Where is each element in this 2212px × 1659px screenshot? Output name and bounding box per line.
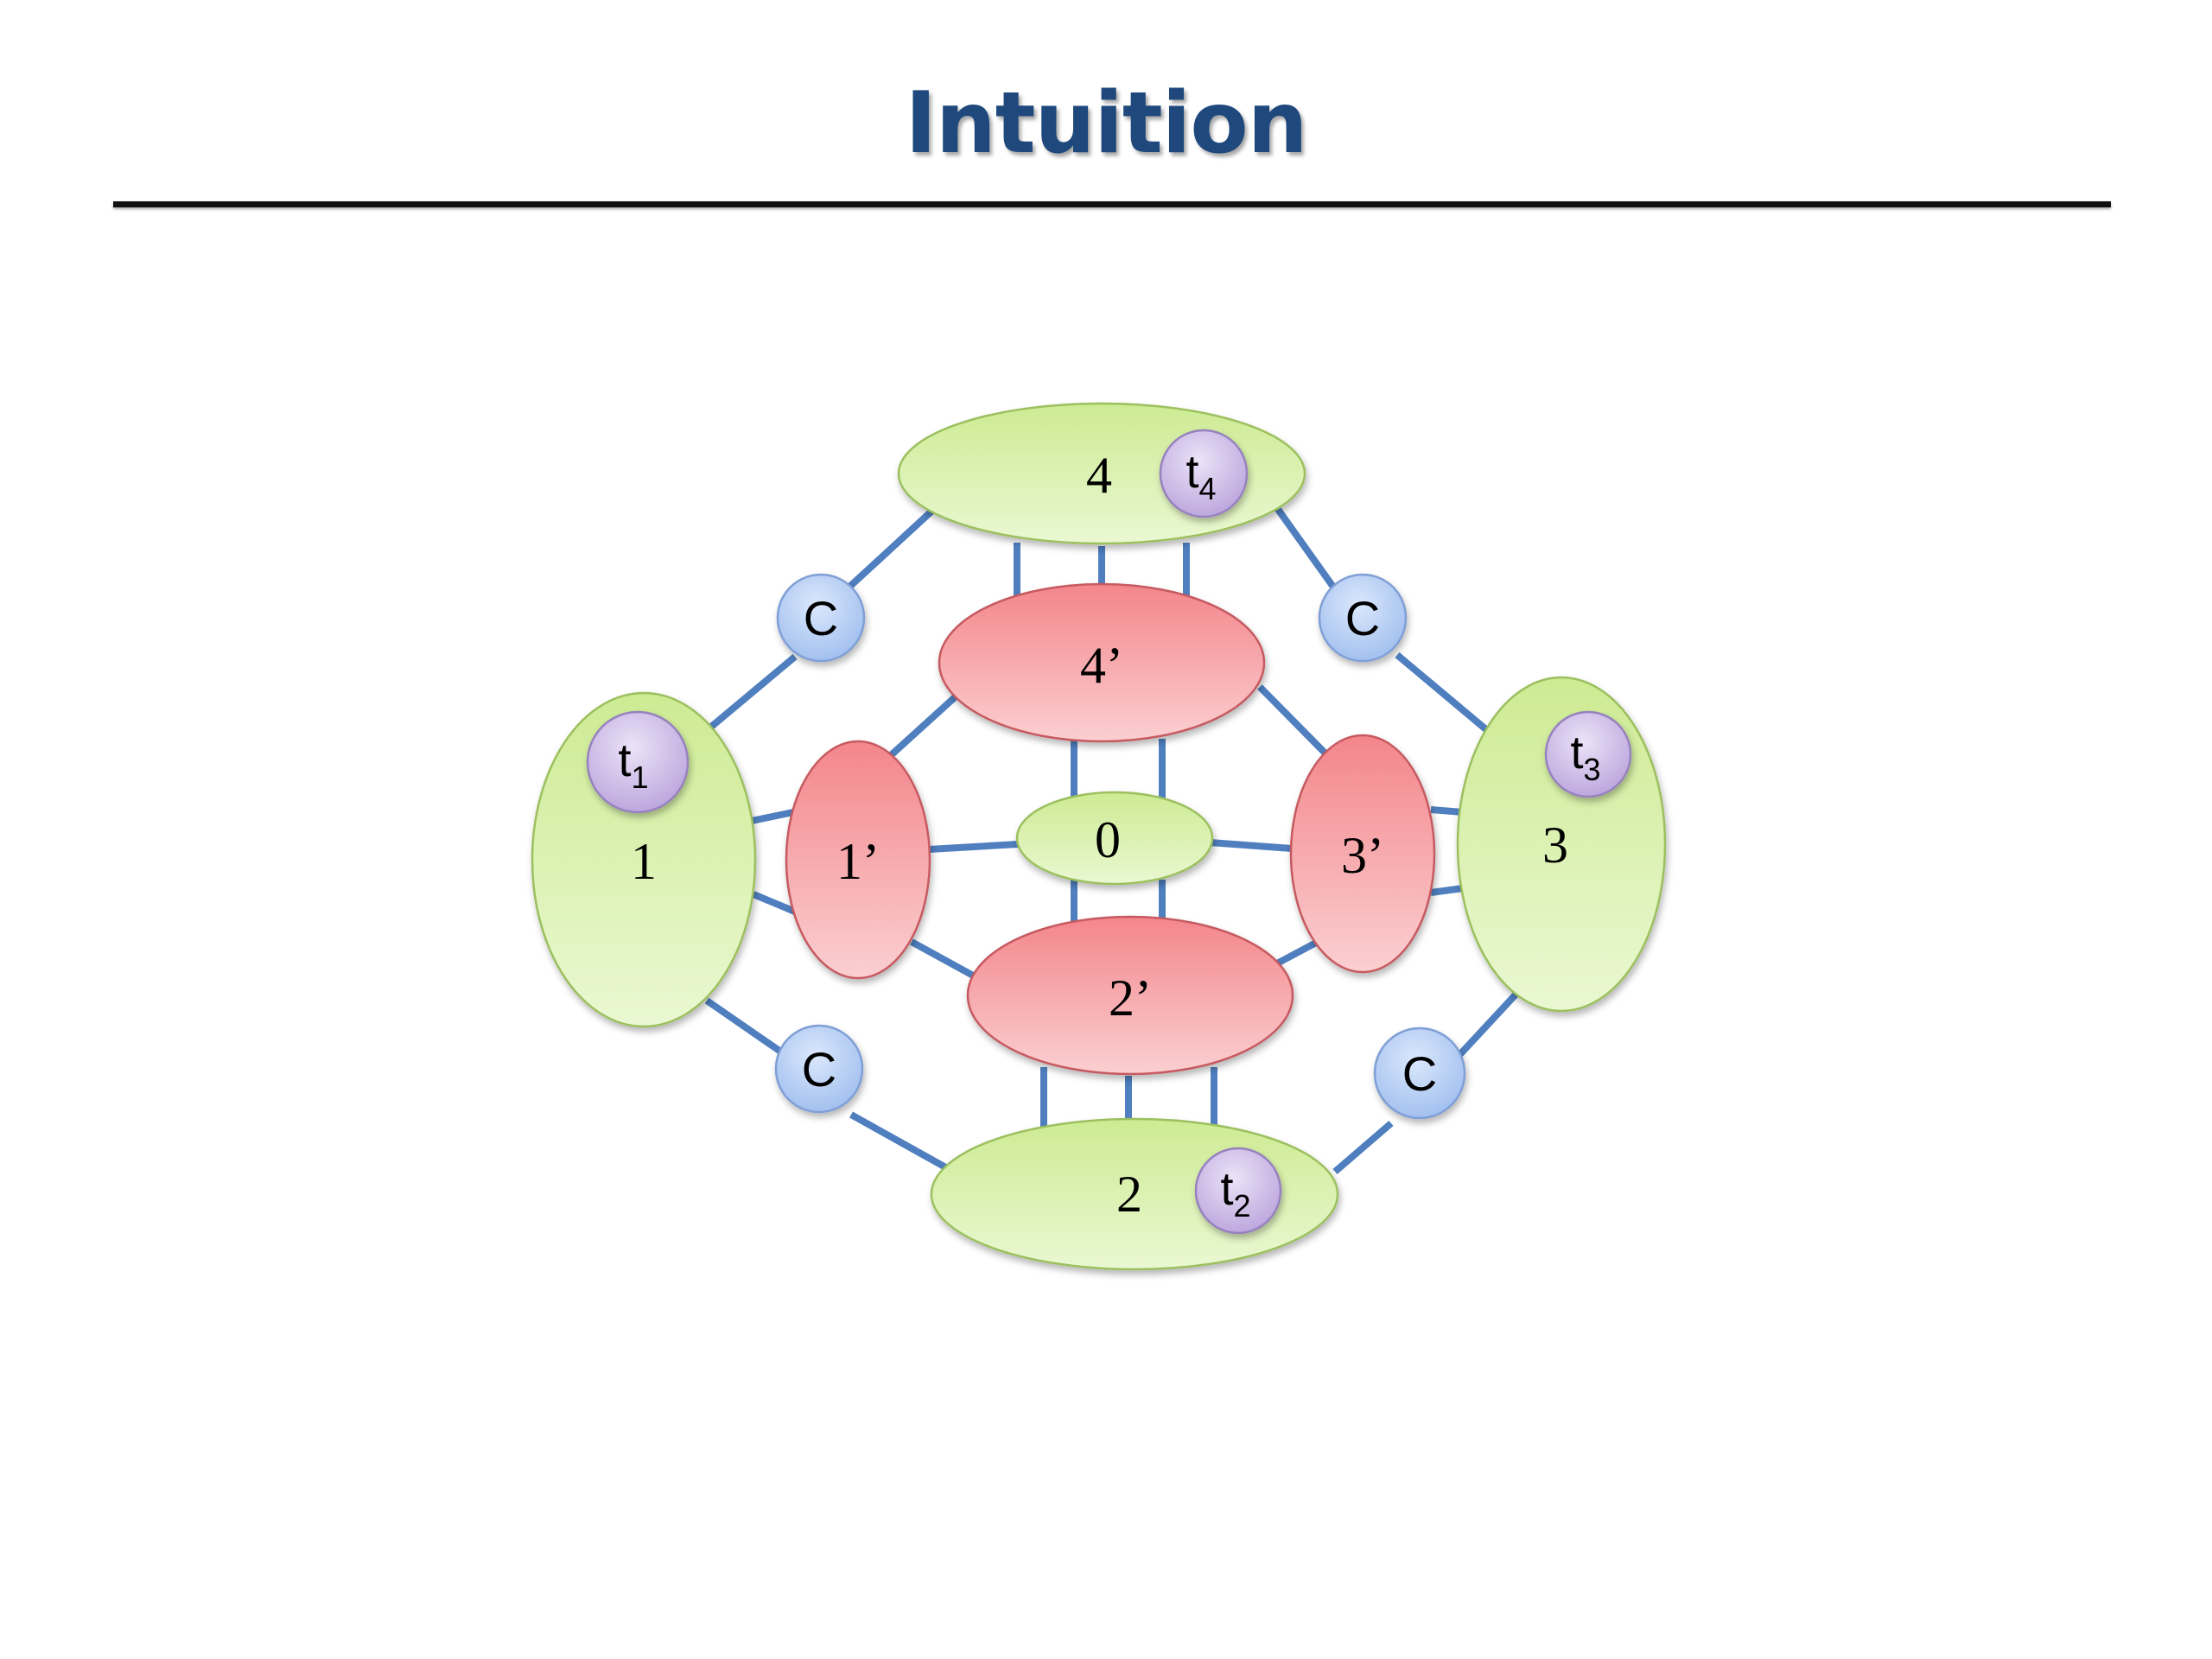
edge-3-3p-a: [1430, 806, 1464, 816]
c-node-top-left: C: [776, 573, 866, 663]
c-node-bottom-left-label: C: [802, 1042, 836, 1096]
node-1-prime-label: 1’: [836, 833, 880, 890]
node-1-label: 1: [631, 833, 657, 890]
c-node-top-right: C: [1318, 573, 1408, 663]
slide-title: Intuition: [905, 74, 1308, 173]
edge-4-c-top-left: [844, 507, 936, 592]
edge-c-top-left-1: [708, 653, 798, 731]
node-3-prime-label: 3’: [1341, 827, 1384, 884]
node-1-prime: 1’: [785, 740, 931, 980]
c-node-top-left-label: C: [804, 591, 838, 645]
edges-group: [704, 505, 1519, 1175]
node-0: 0: [1015, 791, 1214, 886]
edge-c-top-right-3: [1395, 652, 1491, 734]
edge-1-c-bottom-left: [704, 997, 793, 1062]
edge-c-bottom-left-2: [849, 1111, 950, 1173]
node-2-label: 2: [1116, 1166, 1142, 1223]
edge-c-bottom-right-2: [1332, 1120, 1394, 1175]
node-3-label: 3: [1542, 817, 1568, 874]
edge-4p-3p: [1257, 684, 1329, 757]
title-divider: [113, 201, 2111, 207]
t1-label: t1: [618, 734, 648, 795]
node-2-prime-label: 2’: [1109, 969, 1152, 1027]
c-node-bottom-right: C: [1373, 1027, 1466, 1120]
edge-2p-1p: [910, 938, 976, 980]
node-4-label: 4: [1086, 447, 1112, 504]
node-4-prime: 4’: [938, 582, 1266, 743]
t1-node: t1: [586, 710, 690, 814]
edge-3p-0: [1209, 839, 1293, 852]
t2-node: t2: [1194, 1147, 1282, 1235]
edge-3-3p-b: [1430, 885, 1464, 896]
t4-label: t4: [1185, 446, 1216, 506]
edge-2p-3p: [1275, 938, 1319, 967]
edge-1-1p-b: [752, 891, 797, 915]
t3-label: t3: [1570, 727, 1600, 787]
t4-node: t4: [1159, 429, 1249, 518]
edge-4-c-top-right: [1274, 505, 1338, 592]
edge-1-1p-a: [751, 809, 794, 824]
edge-4p-1p: [887, 695, 957, 759]
t3-node: t3: [1544, 710, 1632, 798]
c-node-bottom-left: C: [774, 1024, 864, 1114]
node-0-label: 0: [1095, 811, 1121, 868]
node-3-prime: 3’: [1289, 734, 1436, 974]
c-node-top-right-label: C: [1345, 591, 1380, 645]
c-node-bottom-right-label: C: [1402, 1046, 1437, 1101]
t2-label: t2: [1220, 1163, 1250, 1224]
node-4-prime-label: 4’: [1080, 637, 1123, 694]
edge-1p-0: [928, 841, 1019, 853]
edge-3-c-bottom-right: [1458, 991, 1519, 1057]
node-2-prime: 2’: [966, 915, 1294, 1076]
node-1: 1: [531, 691, 757, 1028]
